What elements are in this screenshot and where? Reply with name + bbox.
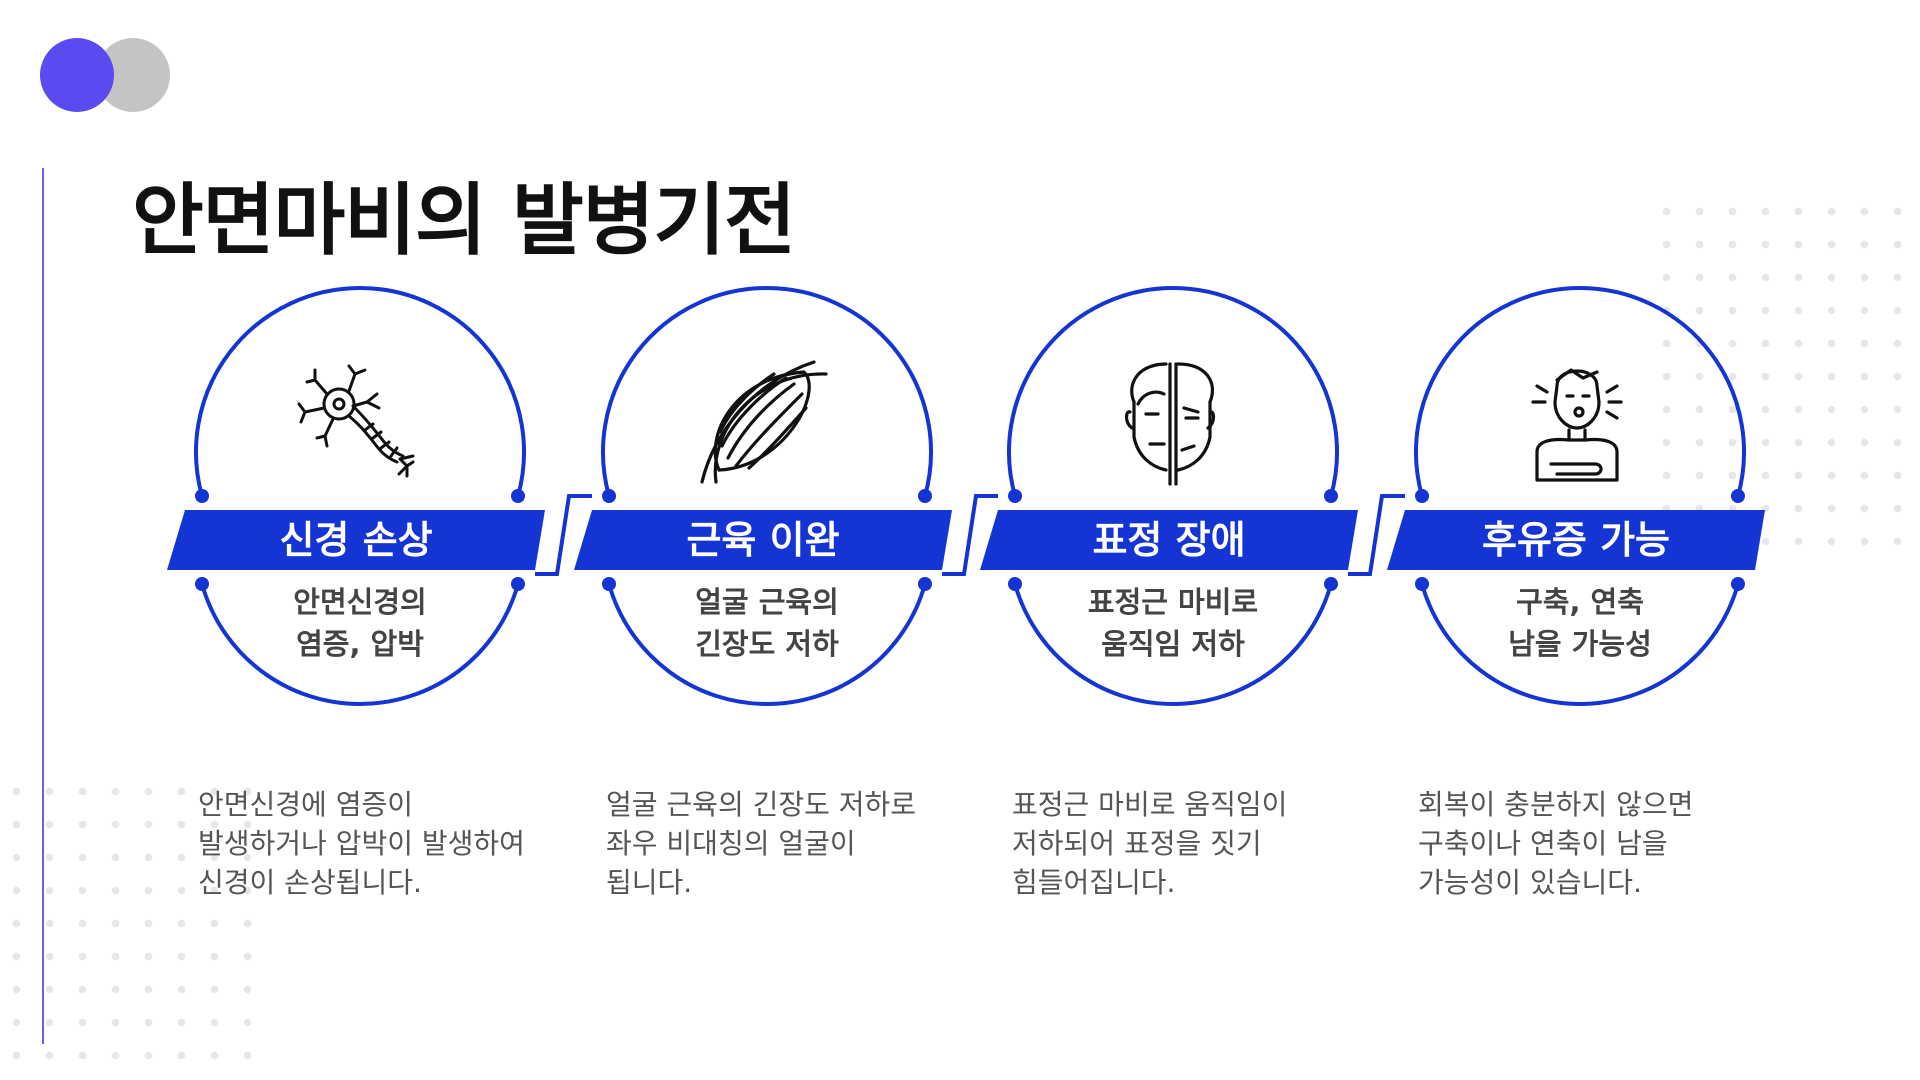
- step-1-dot-3: [195, 577, 210, 591]
- connector-3: [1348, 494, 1405, 576]
- step-2-arc-bottom: [607, 583, 927, 706]
- step-3-sub-line-1: 표정근 마비로: [1088, 585, 1258, 619]
- step-4-label-band: [1387, 510, 1765, 570]
- step-2-dot-3: [602, 577, 617, 591]
- muscle-icon: [700, 360, 828, 484]
- step-3-dot-2: [1323, 489, 1338, 503]
- step-4-description: 회복이 충분하지 않으면 구축이나 연축이 남을 가능성이 있습니다.: [1418, 788, 1694, 899]
- step-2-dot-1: [602, 489, 617, 503]
- sick-person-icon: [1531, 368, 1623, 482]
- step-2-dot-4: [917, 577, 932, 591]
- step-3-dot-3: [1008, 577, 1023, 591]
- step-3-dot-1: [1008, 489, 1023, 503]
- dot-pattern-top-right: [1650, 195, 1920, 555]
- connector-1: [535, 494, 592, 576]
- step-2-arc-top: [601, 286, 933, 497]
- step-4-label: 후유증 가능: [1482, 518, 1670, 562]
- step-4-dot-3: [1415, 577, 1430, 591]
- step-4-sub-line-2: 남을 가능성: [1508, 627, 1652, 661]
- step-2-sub-line-1: 얼굴 근육의: [695, 585, 839, 619]
- step-4-dot-1: [1415, 489, 1430, 503]
- step-1-arc-top: [194, 286, 526, 497]
- logo-circles: [40, 38, 170, 114]
- left-accent-line: [42, 168, 44, 1044]
- step-2-label: 근육 이완: [686, 518, 839, 562]
- step-1-label-band: [167, 510, 545, 570]
- step-3-label: 표정 장애: [1092, 518, 1245, 562]
- step-1-dot-2: [510, 489, 525, 503]
- page-title: 안면마비의 발병기전: [132, 176, 796, 266]
- neuron-icon: [297, 364, 415, 478]
- step-2-sub-line-2: 긴장도 저하: [695, 627, 839, 661]
- step-1-sub-line-1: 안면신경의: [293, 585, 426, 619]
- half-face-icon: [1124, 362, 1216, 486]
- step-3-arc-bottom: [1013, 583, 1333, 707]
- step-1-sub-line-2: 염증, 압박: [296, 627, 424, 661]
- step-1-label: 신경 손상: [279, 518, 432, 562]
- step-1-description: 안면신경에 염증이 발생하거나 압박이 발생하여 신경이 손상됩니다.: [198, 788, 525, 899]
- step-2-dot-2: [917, 489, 932, 503]
- step-4-sub-line-1: 구축, 연축: [1516, 585, 1644, 619]
- step-4-arc-top: [1414, 286, 1746, 497]
- step-1-dot-1: [195, 489, 210, 503]
- step-3-description: 표정근 마비로 움직임이 저하되어 표정을 짓기 힘들어집니다.: [1012, 788, 1288, 899]
- step-4-dot-2: [1730, 489, 1745, 503]
- step-2-label-band: [574, 510, 952, 570]
- step-2-description: 얼굴 근육의 긴장도 저하로 좌우 비대칭의 얼굴이 됩니다.: [606, 788, 917, 899]
- step-3-arc-top: [1007, 286, 1339, 497]
- step-1-dot-4: [510, 577, 525, 591]
- connector-2: [942, 494, 998, 576]
- step-4-arc-bottom: [1420, 583, 1740, 707]
- step-3-label-band: [980, 510, 1358, 570]
- step-4-dot-4: [1730, 577, 1745, 591]
- logo-blue-circle: [40, 38, 114, 112]
- dot-pattern-bottom-left: [0, 775, 260, 1080]
- step-1-arc-bottom: [200, 583, 520, 706]
- step-3-dot-4: [1323, 577, 1338, 591]
- step-3-sub-line-2: 움직임 저하: [1101, 627, 1245, 661]
